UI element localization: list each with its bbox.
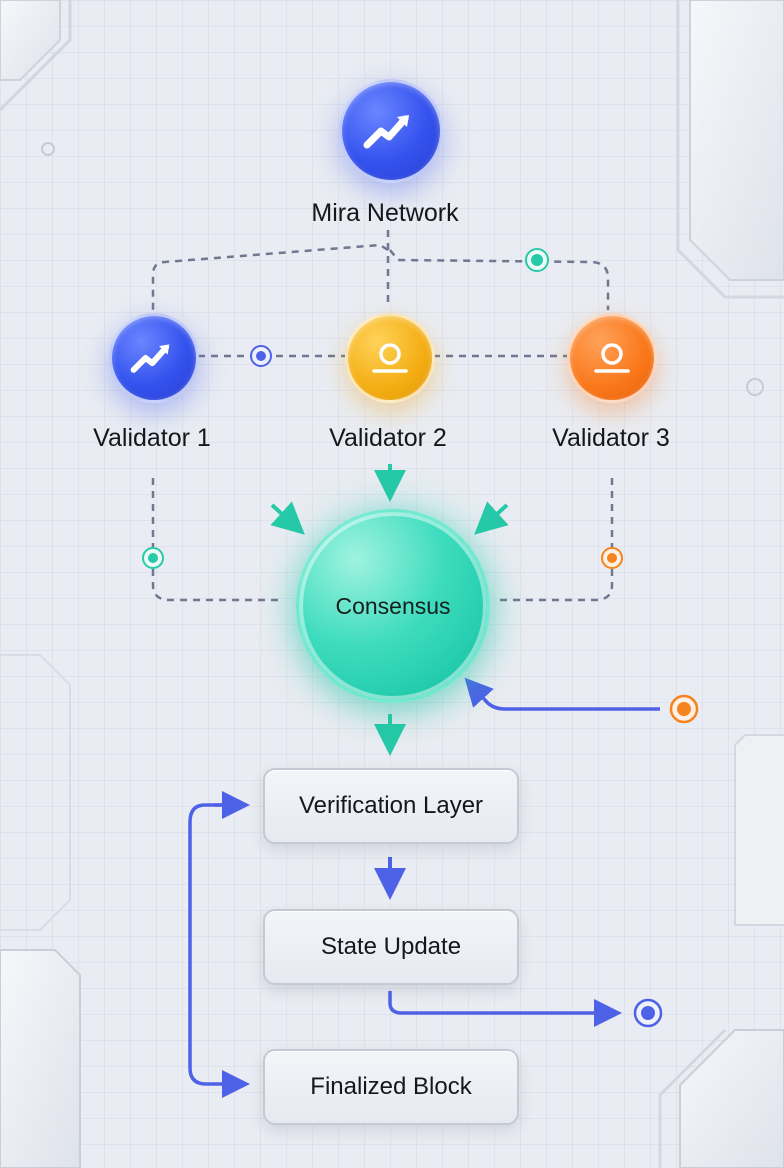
- validator-2-label: Validator 2: [329, 424, 447, 452]
- side-panel-left: [0, 654, 71, 931]
- finalized-block-box[interactable]: Finalized Block: [263, 1049, 519, 1125]
- state-update-box[interactable]: State Update: [263, 909, 519, 985]
- mira-network-node[interactable]: [339, 79, 443, 183]
- arrow-v3-to-consensus: [474, 501, 509, 535]
- validator-1-node[interactable]: [109, 313, 199, 403]
- user-icon: [372, 343, 408, 373]
- dashed-link-network-to-validators: [151, 230, 610, 310]
- corner-panel-top-left: [0, 0, 61, 81]
- corner-rail-bottom-right: [658, 1028, 727, 1168]
- signal-dot-blue-mid: [250, 345, 272, 367]
- validator-1-label: Validator 1: [93, 424, 211, 452]
- signal-dot-orange-input: [669, 694, 699, 724]
- validator-3-node[interactable]: [567, 313, 657, 403]
- user-icon: [594, 343, 630, 373]
- arrow-v1-to-consensus: [270, 501, 305, 535]
- consensus-node[interactable]: Consensus: [296, 509, 490, 703]
- signal-dot-teal-top: [525, 248, 549, 272]
- mira-network-label: Mira Network: [311, 199, 459, 227]
- finalized-block-label: Finalized Block: [310, 1073, 472, 1100]
- arrow-state-to-output: [388, 991, 622, 1027]
- screw-dot: [41, 142, 55, 156]
- consensus-label: Consensus: [335, 592, 451, 619]
- verification-layer-box[interactable]: Verification Layer: [263, 768, 519, 844]
- signal-dot-orange-right: [601, 547, 623, 569]
- trend-up-icon: [130, 344, 170, 373]
- arrow-input-to-consensus: [464, 677, 660, 711]
- dashed-link-v3-consensus: [500, 478, 614, 602]
- verification-layer-label: Verification Layer: [298, 792, 484, 819]
- corner-panel-bottom-right: [679, 1029, 784, 1168]
- signal-dot-teal-left: [142, 547, 164, 569]
- validator-3-label: Validator 3: [552, 424, 670, 452]
- signal-dot-blue-output: [633, 998, 663, 1028]
- side-panel-right: [734, 734, 784, 926]
- corner-panel-top-right: [689, 0, 784, 281]
- trend-up-icon: [363, 115, 409, 149]
- corner-rail-top-right: [676, 0, 784, 299]
- dashed-link-v1-consensus: [151, 478, 282, 602]
- validator-2-node[interactable]: [345, 313, 435, 403]
- corner-panel-bottom-left: [0, 949, 81, 1168]
- corner-rail-top-left: [0, 0, 72, 112]
- screw-dot: [746, 378, 764, 396]
- state-update-label: State Update: [320, 933, 462, 960]
- loop-line-left: [188, 803, 250, 1098]
